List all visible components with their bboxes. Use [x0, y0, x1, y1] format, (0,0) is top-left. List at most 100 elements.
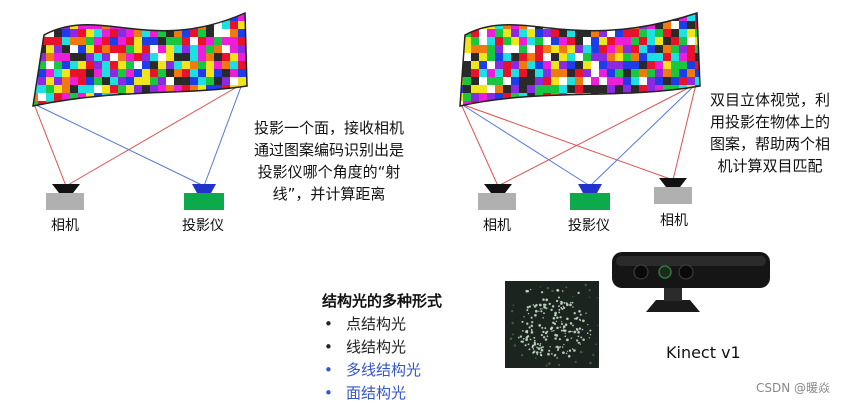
- right-description-line: 双目立体视觉，利: [709, 91, 830, 109]
- pattern-cell: [583, 21, 591, 29]
- pattern-cell: [519, 85, 527, 93]
- pattern-cell: [102, 13, 110, 21]
- projected-dot: [540, 310, 543, 313]
- pattern-cell: [687, 21, 695, 29]
- projected-dot: [528, 326, 531, 329]
- pattern-cell: [639, 69, 647, 77]
- pattern-cell: [70, 61, 78, 69]
- pattern-cell: [559, 13, 567, 21]
- right-camera-right-label: 相机: [660, 213, 688, 229]
- pattern-cell: [222, 61, 230, 69]
- pattern-cell: [591, 101, 599, 106]
- projected-dot: [512, 333, 514, 336]
- pattern-cell: [527, 69, 535, 77]
- pattern-cell: [583, 13, 591, 21]
- pattern-cell: [591, 21, 599, 29]
- projected-dot: [595, 343, 597, 346]
- pattern-cell: [471, 5, 479, 13]
- pattern-cell: [182, 29, 190, 37]
- pattern-cell: [238, 101, 246, 106]
- pattern-cell: [463, 101, 471, 106]
- pattern-cell: [599, 77, 607, 85]
- pattern-cell: [78, 29, 86, 37]
- pattern-cell: [166, 21, 174, 29]
- pattern-cell: [535, 53, 543, 61]
- projected-dot: [579, 319, 582, 322]
- form-item: 线结构光: [322, 336, 442, 359]
- pattern-cell: [663, 5, 671, 13]
- pattern-cell: [46, 13, 54, 21]
- projected-dot: [578, 342, 580, 344]
- pattern-cell: [78, 45, 86, 53]
- pattern-cell: [62, 13, 70, 21]
- projected-dot: [558, 311, 561, 314]
- projected-dot: [539, 286, 542, 288]
- pattern-cell: [190, 45, 198, 53]
- pattern-cell: [503, 85, 511, 93]
- pattern-cell: [639, 37, 647, 45]
- pattern-cell: [182, 85, 190, 93]
- pattern-cell: [62, 101, 70, 106]
- pattern-cell: [54, 77, 62, 85]
- projected-dot: [530, 316, 533, 319]
- pattern-cell: [575, 61, 583, 69]
- pattern-cell: [511, 37, 519, 45]
- pattern-cell: [126, 61, 134, 69]
- pattern-cell: [110, 21, 118, 29]
- left-description: 投影一个面，接收相机 通过图案编码识别出是 投影仪哪个角度的“射 线”，并计算距…: [232, 117, 426, 205]
- pattern-cell: [460, 29, 463, 37]
- pattern-cell: [527, 101, 535, 106]
- projected-dot: [551, 305, 555, 308]
- projected-dot: [553, 322, 557, 326]
- pattern-cell: [206, 93, 214, 101]
- left-description-line: 通过图案编码识别出是: [253, 141, 404, 159]
- projected-dot: [545, 307, 548, 310]
- pattern-cell: [615, 101, 623, 106]
- projected-dot: [533, 305, 537, 308]
- projected-dot: [539, 353, 543, 357]
- pattern-cell: [647, 69, 655, 77]
- pattern-cell: [110, 29, 118, 37]
- pattern-cell: [647, 85, 655, 93]
- pattern-cell: [463, 77, 471, 85]
- pattern-cell: [615, 109, 623, 117]
- pattern-cell: [535, 5, 543, 13]
- pattern-cell: [575, 21, 583, 29]
- pattern-cell: [158, 109, 166, 117]
- projected-dot: [563, 301, 566, 304]
- pattern-cell: [479, 61, 487, 69]
- pattern-cell: [679, 29, 687, 37]
- pattern-cell: [142, 101, 150, 106]
- pattern-cell: [86, 69, 94, 77]
- pattern-cell: [639, 101, 647, 106]
- pattern-cell: [519, 101, 527, 106]
- pattern-cell: [78, 77, 86, 85]
- projected-dot: [529, 288, 532, 291]
- pattern-cell: [679, 101, 687, 106]
- pattern-cell: [631, 53, 639, 61]
- pattern-cell: [631, 29, 639, 37]
- projected-dot: [519, 335, 523, 338]
- pattern-cell: [118, 109, 126, 117]
- pattern-cell: [230, 21, 238, 29]
- pattern-cell: [543, 53, 551, 61]
- pattern-cell: [46, 37, 54, 45]
- pattern-cell: [639, 61, 647, 69]
- pattern-cell: [182, 53, 190, 61]
- pattern-cell: [222, 77, 230, 85]
- pattern-cell: [583, 53, 591, 61]
- pattern-cell: [460, 37, 463, 45]
- projected-dot: [534, 313, 537, 317]
- pattern-cell: [479, 53, 487, 61]
- pattern-cell: [527, 37, 535, 45]
- pattern-cell: [214, 77, 222, 85]
- pattern-cell: [607, 69, 615, 77]
- pattern-cell: [495, 13, 503, 21]
- pattern-cell: [118, 61, 126, 69]
- pattern-cell: [166, 61, 174, 69]
- projected-dot: [545, 298, 549, 302]
- pattern-cell: [575, 45, 583, 53]
- pattern-cell: [222, 53, 230, 61]
- pattern-cell: [214, 21, 222, 29]
- projected-dot: [528, 348, 531, 351]
